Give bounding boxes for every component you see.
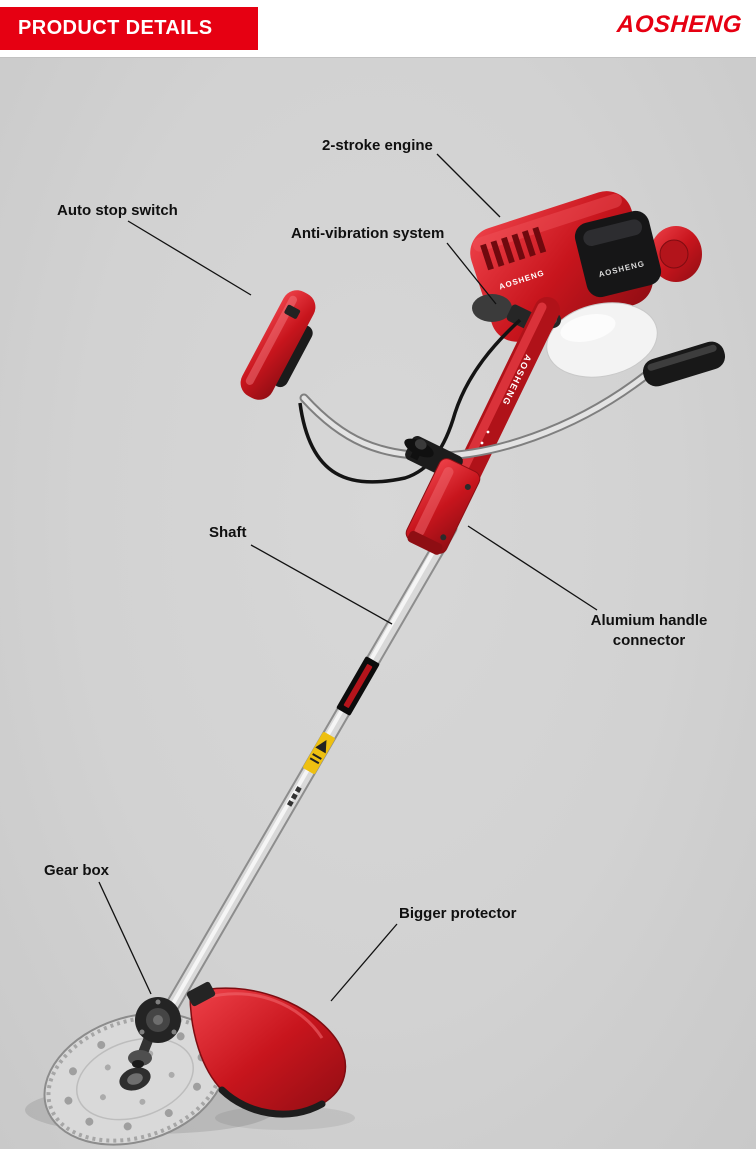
header: PRODUCT DETAILS AOSHENG xyxy=(0,0,756,57)
label-anti-vibration: Anti-vibration system xyxy=(291,225,445,242)
section-title-badge: PRODUCT DETAILS xyxy=(0,7,258,50)
gear-box-part xyxy=(128,997,181,1068)
callout-line-gear-box xyxy=(98,881,152,995)
left-grip-part xyxy=(240,290,316,400)
callout-lines xyxy=(98,153,598,1002)
right-grip-part xyxy=(642,341,726,387)
label-shaft: Shaft xyxy=(209,524,247,541)
callout-line-shaft xyxy=(250,544,393,625)
callout-line-anti-vibration xyxy=(446,242,497,305)
label-handle-connector: Alumium handle connector xyxy=(590,612,708,649)
label-bigger-protector: Bigger protector xyxy=(399,905,517,922)
handle-connector-part xyxy=(404,436,481,555)
product-figure: AOSHENG AOSHENG AOSHE xyxy=(0,57,756,1149)
label-gear-box: Gear box xyxy=(44,862,110,879)
callout-line-engine xyxy=(436,153,501,218)
callout-line-handle-connector xyxy=(467,525,598,611)
label-2-stroke-engine: 2-stroke engine xyxy=(322,137,433,154)
product-illustration: AOSHENG AOSHENG AOSHE xyxy=(25,153,726,1146)
callout-line-protector xyxy=(330,923,398,1002)
callout-line-auto-stop-switch xyxy=(127,220,252,296)
brand-logo: AOSHENG xyxy=(616,11,743,38)
shaft-stickers xyxy=(286,656,380,807)
page-title: PRODUCT DETAILS xyxy=(18,17,213,39)
protector-part xyxy=(186,981,347,1118)
engine-part: AOSHENG AOSHENG xyxy=(470,191,702,378)
label-auto-stop-switch: Auto stop switch xyxy=(57,202,178,219)
